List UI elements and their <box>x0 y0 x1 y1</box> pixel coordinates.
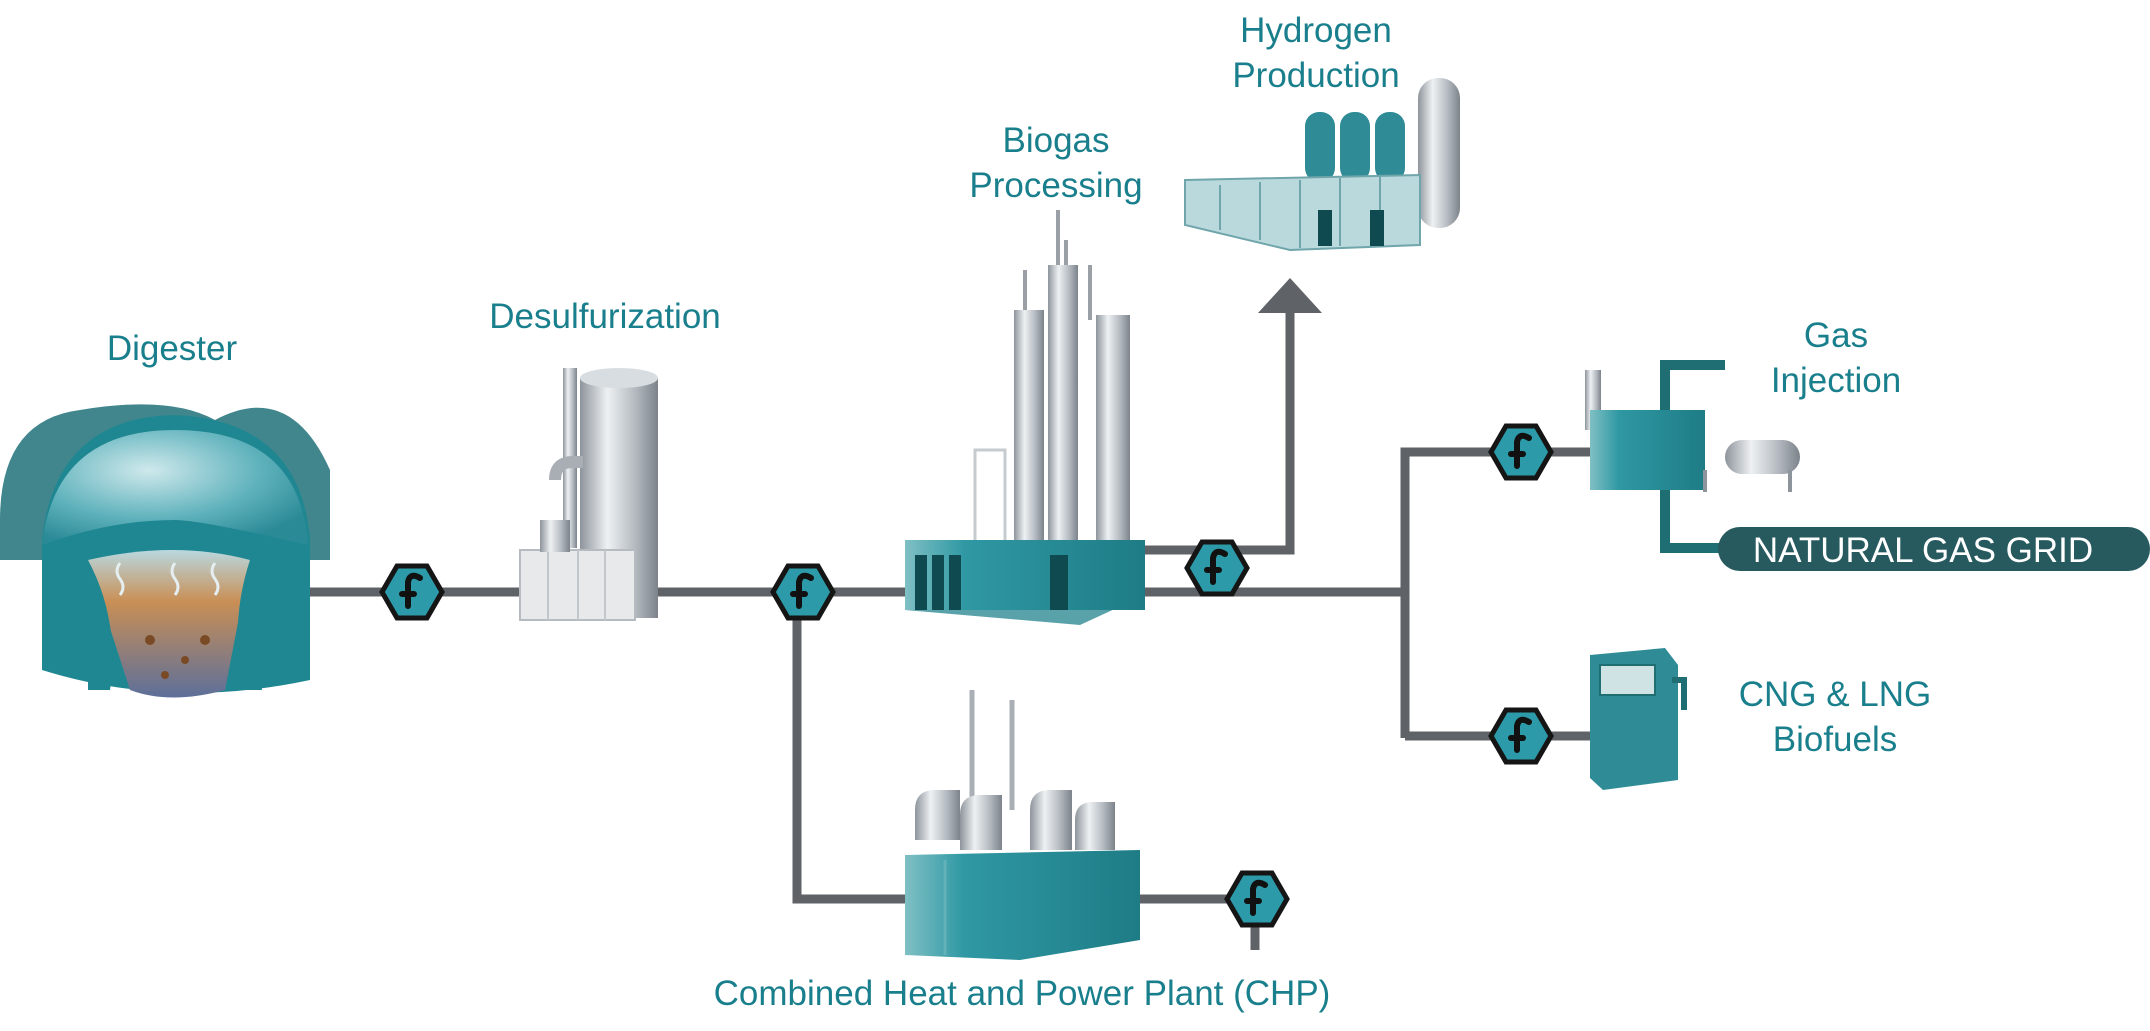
flow-meter-icon <box>1224 870 1290 928</box>
diagram-labels: Digester Desulfurization Biogas Processi… <box>107 11 1931 1013</box>
chp-label: Combined Heat and Power Plant (CHP) <box>714 974 1331 1013</box>
digester-illustration <box>0 404 330 698</box>
pipe-to-hydrogen <box>1145 312 1295 555</box>
flow-meter-icon <box>1488 423 1554 481</box>
flow-meters <box>379 423 1554 928</box>
hydrogen-production-label-line1: Hydrogen <box>1240 11 1392 50</box>
desulfurization-illustration <box>519 368 658 621</box>
chp-illustration <box>905 690 1140 960</box>
flow-meter-icon <box>770 563 836 621</box>
flow-meter-icon <box>1184 539 1250 597</box>
biogas-processing-label-line2: Processing <box>969 166 1142 205</box>
biogas-processing-illustration <box>905 210 1145 625</box>
digester-label: Digester <box>107 329 238 368</box>
pipe-to-chp <box>792 592 910 904</box>
pipe-network <box>300 278 1595 950</box>
biofuel-dispenser-illustration <box>1590 648 1687 790</box>
gas-injection-label-line1: Gas <box>1804 316 1868 355</box>
arrow-to-hydrogen <box>1258 278 1322 313</box>
natural-gas-grid-label: NATURAL GAS GRID <box>1753 531 2093 570</box>
hydrogen-production-label-line2: Production <box>1232 56 1399 95</box>
natural-gas-grid-banner: NATURAL GAS GRID <box>1718 527 2150 571</box>
gas-injection-illustration <box>1585 360 1800 553</box>
cng-lng-label-line2: Biofuels <box>1773 720 1898 759</box>
biogas-processing-label-line1: Biogas <box>1002 121 1109 160</box>
cng-lng-label-line1: CNG & LNG <box>1739 675 1932 714</box>
desulfurization-label: Desulfurization <box>489 297 721 336</box>
hydrogen-production-illustration <box>1184 78 1460 252</box>
gas-injection-label-line2: Injection <box>1771 361 1901 400</box>
flow-meter-icon <box>379 563 445 621</box>
flow-meter-icon <box>1488 707 1554 765</box>
pipe-to-gas-injection <box>1400 447 1595 738</box>
